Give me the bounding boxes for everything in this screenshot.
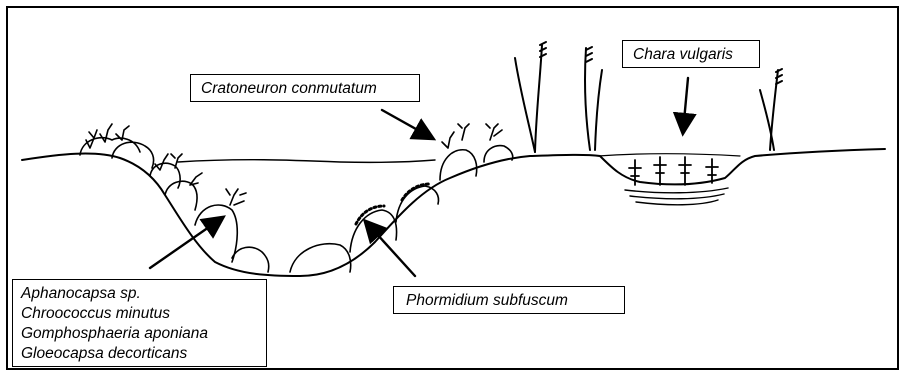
pool-surface <box>598 154 740 156</box>
moss-domes-left <box>80 138 513 272</box>
species-gloeocapsa: Gloeocapsa decorticans <box>21 344 266 364</box>
chara-plants <box>629 157 718 185</box>
arrow-cyanobacteria <box>150 218 222 268</box>
label-cratoneuron: Cratoneuron conmutatum <box>190 74 420 102</box>
pool-sediment <box>625 188 728 205</box>
water-surface <box>178 160 435 163</box>
species-gomphosphaeria: Gomphosphaeria aponiana <box>21 324 266 344</box>
label-chara: Chara vulgaris <box>622 40 760 68</box>
label-phormidium: Phormidium subfuscum <box>393 286 625 314</box>
label-cyanobacteria: Aphanocapsa sp. Chroococcus minutus Gomp… <box>12 279 267 367</box>
species-aphanocapsa: Aphanocapsa sp. <box>21 284 266 304</box>
species-chroococcus: Chroococcus minutus <box>21 304 266 324</box>
arrow-chara <box>683 78 688 132</box>
arrow-cratoneuron <box>382 110 432 138</box>
pointer-arrows <box>150 78 688 276</box>
arrow-phormidium <box>366 222 415 276</box>
moss-tufts <box>86 124 502 205</box>
